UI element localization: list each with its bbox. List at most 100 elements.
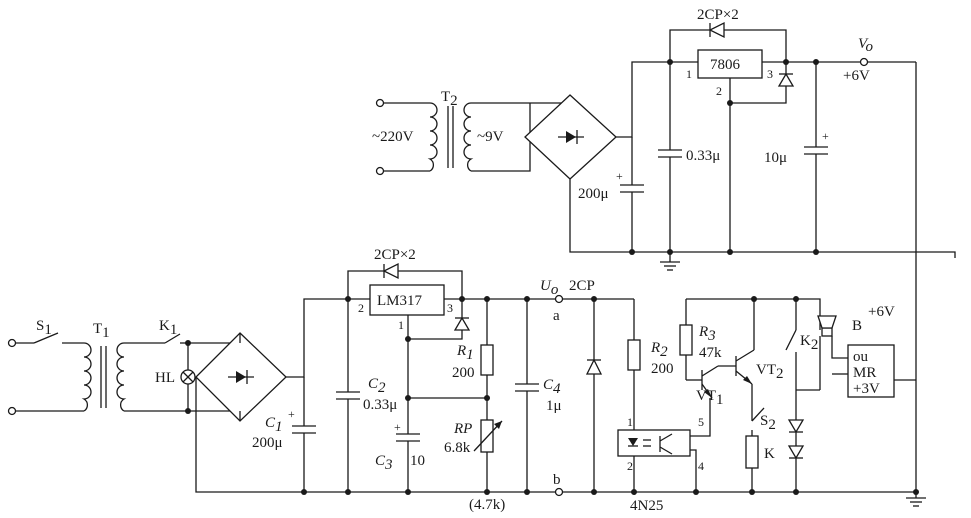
mains-terminal-bottom [375,166,385,176]
relay-coil-k: K [745,435,775,492]
rp-label: RP [453,421,472,437]
transformer-t1: T1 [81,321,127,412]
regulator-7806: 7806 1 2 3 [686,49,773,98]
secondary-9v-label: ~9V [477,129,504,145]
svg-text:+: + [288,407,295,421]
b-label: B [852,318,862,334]
c200-top-label: 200μ [578,186,609,202]
mr-3v-label: +3V [853,381,880,397]
rp-value: 6.8k [444,440,471,456]
switch-s1: S1 [15,318,84,344]
bottom-circuit: S1 T1 K1 HL [7,247,926,514]
bridge-rectifier-bottom [195,332,287,422]
node-a-label: a [553,308,560,324]
terminal-b [554,487,564,497]
mains-terminal-top [375,98,385,108]
plus6v-bot-label: +6V [868,304,895,320]
c3-label: C3 [375,453,393,473]
transistor-vt1: VT1 [696,365,724,408]
lm317-label: LM317 [377,293,423,309]
vt1-label: VT1 [696,388,724,408]
mr-ou-label: ou [853,349,869,365]
lm-pin2-label: 2 [358,301,364,315]
top-diodes-label: 2CP×2 [697,7,739,23]
r2-value: 200 [651,361,674,377]
oc-pin2-label: 2 [627,459,633,473]
relay-contact-k2: K2 [785,299,818,420]
node-b-label: b [553,472,561,488]
capacitor-033u-top: 0.33μ [658,62,720,252]
c4-label: C4 [543,377,561,397]
diode-2cp-lm-bypass: 2CP×2 [347,247,463,299]
c1-label: C1 [265,415,283,435]
c3-value: 10 [410,453,425,469]
svg-text:+: + [822,129,829,143]
capacitor-c3: + C3 10 [375,420,425,492]
t1-label: T1 [93,321,110,341]
capacitor-c1: + C1 200μ [252,377,316,492]
r3-label: R3 [698,324,716,344]
mains-label: ~220V [372,129,414,145]
rp-alt-value: (4.7k) [469,497,505,513]
oc-pin5-label: 5 [698,415,704,429]
c033-top-label: 0.33μ [686,148,720,164]
s1-label: S1 [36,318,52,338]
indicator-lamp-hl: HL [155,343,196,411]
vt2-label: VT2 [756,362,784,382]
ground-symbol-bottom [906,492,926,507]
diode-2cp-label: 2CP [569,278,595,294]
c10-top-label: 10μ [764,150,787,166]
switch-s2: S2 [751,407,776,436]
pin2-label: 2 [716,84,722,98]
resistor-r2: R2 200 [627,299,674,430]
k2-label: K2 [800,333,818,353]
capacitor-c4: C4 1μ [515,299,562,492]
r1-value: 200 [452,365,475,381]
plus6v-top-label: +6V [843,68,870,84]
vo-label: Vo [858,36,874,55]
regulator-lm317: LM317 2 3 1 [358,284,453,332]
diode-2cp-lm-adj [408,299,471,340]
optocoupler-4n25: 1 2 5 4 4N25 [617,415,704,514]
s2-label: S2 [760,413,776,433]
svg-text:+: + [394,420,401,434]
oc-pin4-label: 4 [698,459,704,473]
c1-value: 200μ [252,435,283,451]
svg-text:+: + [616,169,623,183]
diode-2cp-clamp: 2CP [569,278,603,492]
capacitor-10u-top: + 10μ [764,62,829,252]
c2-label: C2 [368,376,386,396]
optocoupler-label: 4N25 [630,498,663,514]
input-terminal-top [7,338,17,348]
uo-label: Uo [540,278,559,298]
hl-label: HL [155,370,175,386]
bottom-diodes-label: 2CP×2 [374,247,416,263]
resistor-r1: R1 200 [452,299,494,420]
regulator-7806-label: 7806 [710,57,741,73]
transistor-vt2: VT2 [718,299,784,421]
r1-label: R1 [456,343,474,363]
lm-pin1-label: 1 [398,318,404,332]
relay-contact-k1: K1 [124,318,188,344]
speaker-b: B +6V [817,304,895,337]
pin3-label: 3 [767,67,773,81]
c2-value: 0.33μ [363,397,397,413]
diodes-series [787,419,805,492]
bridge-rectifier-top [524,94,617,180]
oc-pin1-label: 1 [627,415,633,429]
potentiometer-rp: RP 6.8k (4.7k) [444,419,505,513]
capacitor-200u-top: + 200μ [578,137,644,252]
diode-2cp-top-ground [777,62,795,87]
diode-2cp-top-bypass: 2CP×2 [669,7,787,62]
lm-pin3-label: 3 [447,301,453,315]
k1-label: K1 [159,318,177,338]
c4-value: 1μ [546,398,562,414]
vo-terminal [859,57,869,67]
music-module-mr: ou MR +3V [847,344,895,398]
r3-value: 47k [699,345,722,361]
r2-label: R2 [650,340,668,360]
pin1-label: 1 [686,67,692,81]
capacitor-c2: C2 0.33μ [336,299,397,492]
transformer-t2: T2 [427,89,474,172]
